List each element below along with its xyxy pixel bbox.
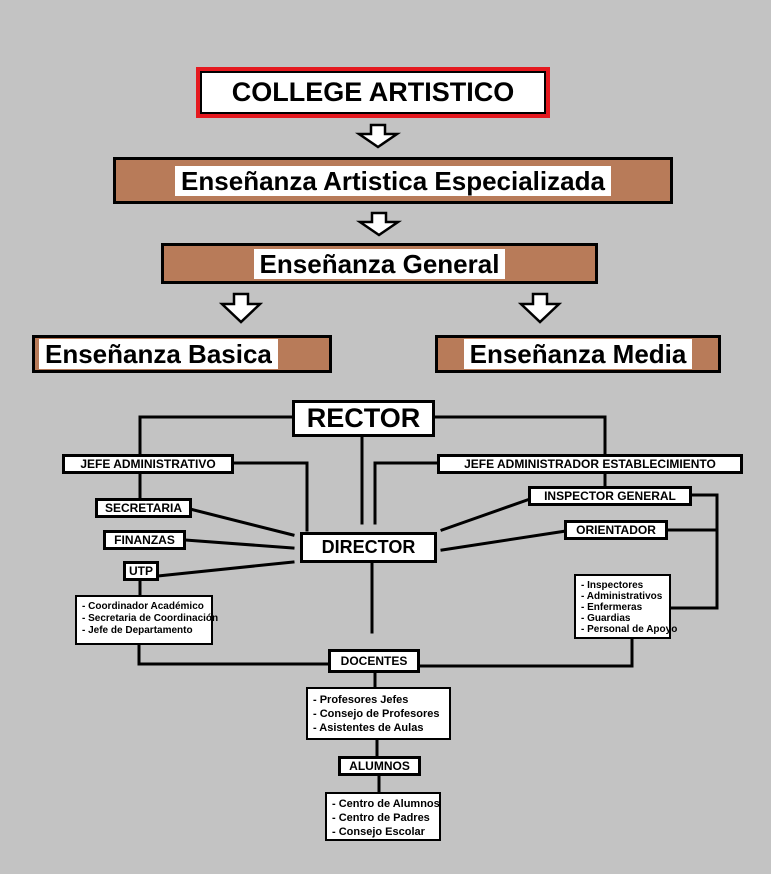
arrow-down-icon (354, 123, 402, 149)
inspector-list-box: - Inspectores - Administrativos - Enferm… (574, 574, 678, 639)
rector-box: RECTOR (292, 400, 435, 437)
level2-text: Enseñanza General (253, 248, 506, 279)
list-item: - Jefe de Departamento (82, 625, 193, 636)
title-box: COLLEGE ARTISTICO (196, 67, 550, 118)
list-item: - Asistentes de Aulas (313, 722, 424, 734)
list-item: - Consejo de Profesores (313, 708, 440, 720)
list-item: - Inspectores (581, 580, 644, 591)
list-item: - Guardias (581, 613, 631, 624)
level3-left-text: Enseñanza Basica (39, 339, 278, 369)
level2-box: Enseñanza General (161, 243, 598, 284)
arrow-down-icon (218, 292, 264, 324)
list-item: - Secretaria de Coordinación (82, 613, 219, 624)
list-item: - Centro de Padres (332, 812, 430, 824)
level3-right-box: Enseñanza Media (435, 335, 721, 373)
list-item: - Administrativos (581, 591, 663, 602)
list-item: - Centro de Alumnos (332, 798, 440, 810)
finanzas-box: FINANZAS (103, 530, 186, 550)
level1-box: Enseñanza Artistica Especializada (113, 157, 673, 204)
list-item: - Enfermeras (581, 602, 643, 613)
list-item: - Coordinador Académico (82, 601, 204, 612)
alumnos-list-box: - Centro de Alumnos - Centro de Padres -… (325, 792, 441, 841)
arrow-down-icon (355, 211, 403, 237)
alumnos-box: ALUMNOS (338, 756, 421, 776)
title-text: COLLEGE ARTISTICO (231, 77, 515, 107)
level1-text: Enseñanza Artistica Especializada (175, 165, 611, 196)
secretaria-box: SECRETARIA (95, 498, 192, 518)
jefe-administrativo-box: JEFE ADMINISTRATIVO (62, 454, 234, 474)
director-box: DIRECTOR (300, 532, 437, 563)
level3-right-text: Enseñanza Media (463, 339, 693, 369)
list-item: - Consejo Escolar (332, 826, 425, 838)
jefe-establecimiento-box: JEFE ADMINISTRADOR ESTABLECIMIENTO (437, 454, 743, 474)
utp-list-box: - Coordinador Académico - Secretaria de … (75, 595, 219, 645)
level3-left-box: Enseñanza Basica (32, 335, 332, 373)
utp-box: UTP (123, 561, 159, 581)
list-item: - Profesores Jefes (313, 694, 409, 706)
list-item: - Personal de Apoyo (581, 624, 678, 635)
docentes-box: DOCENTES (328, 649, 420, 673)
arrow-down-icon (517, 292, 563, 324)
inspector-general-box: INSPECTOR GENERAL (528, 486, 692, 506)
orientador-box: ORIENTADOR (564, 520, 668, 540)
docentes-list-box: - Profesores Jefes - Consejo de Profesor… (306, 687, 451, 740)
